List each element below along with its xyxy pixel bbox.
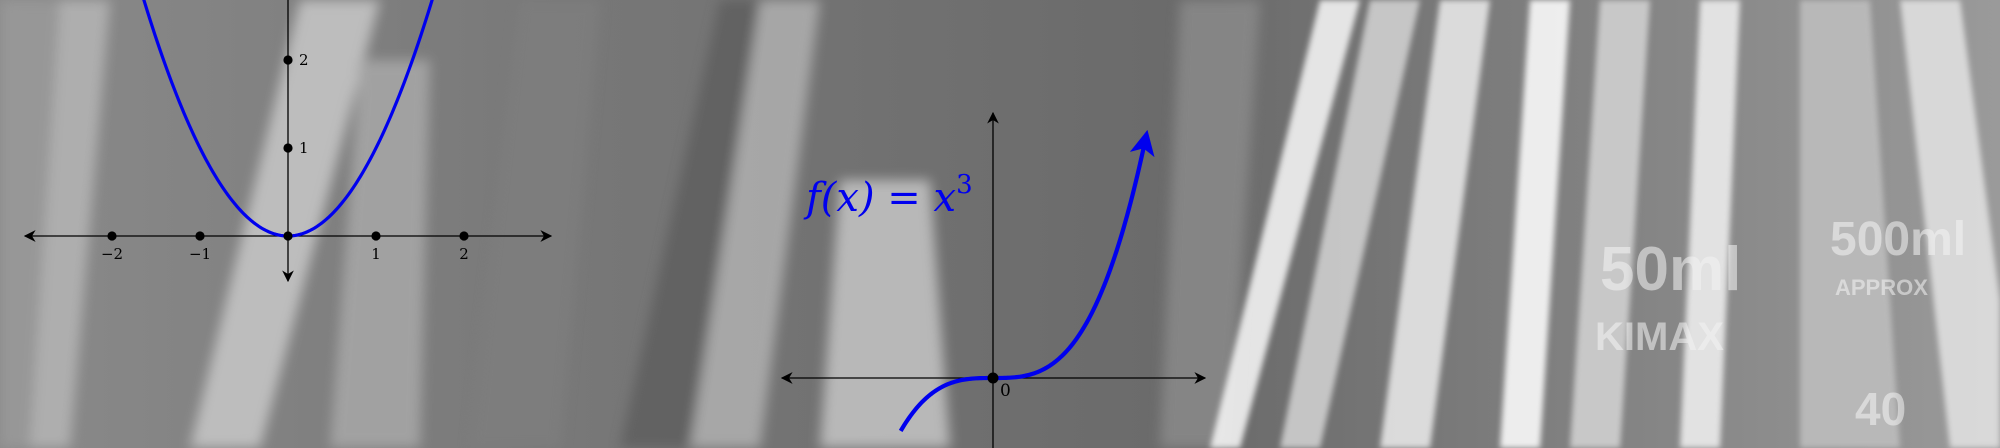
- marked-point: [283, 231, 293, 241]
- flask-text-kimax: KIMAX: [1595, 315, 1724, 359]
- x-tick-label: −2: [101, 245, 123, 263]
- marked-point: [195, 231, 205, 241]
- y-tick-label: 1: [299, 139, 309, 157]
- cubic-formula-annotation: f(x) = x3: [803, 170, 973, 221]
- flask-text-50ml: 50ml: [1600, 235, 1741, 304]
- x-tick-label: 2: [459, 245, 469, 263]
- cubic-plot: f(x) = x3 0: [780, 111, 1207, 448]
- marked-point: [459, 231, 469, 241]
- x-tick-label: 1: [371, 245, 381, 263]
- x-tick-label: −1: [189, 245, 211, 263]
- cubic-formula-superscript: 3: [956, 170, 973, 200]
- cubic-curve: [898, 129, 1155, 433]
- origin-label: 0: [1000, 381, 1011, 401]
- marked-point: [107, 231, 117, 241]
- flask-text-40: 40: [1855, 383, 1906, 435]
- flask-text-approx: APPROX: [1835, 275, 1928, 300]
- parabola-plot: −2 −1 1 2 1 2: [23, 0, 553, 283]
- y-tick-label: 2: [299, 51, 309, 69]
- origin-point: [987, 372, 999, 384]
- marked-point: [283, 143, 293, 153]
- marked-point: [371, 231, 381, 241]
- cubic-formula-text: f(x) = x: [803, 175, 956, 221]
- marked-point: [283, 55, 293, 65]
- flask-text-500ml: 500ml: [1830, 213, 1966, 266]
